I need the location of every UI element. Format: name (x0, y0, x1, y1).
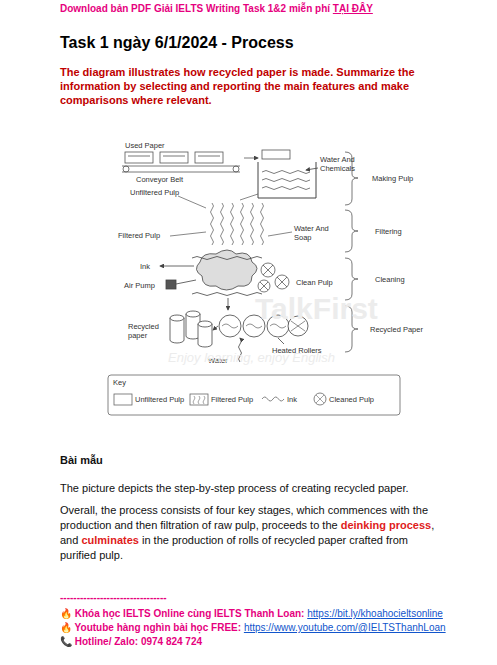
key-box (114, 394, 132, 405)
stage-label: Filtering (375, 227, 402, 236)
pulp-flow (211, 203, 264, 245)
stage-label: Recycled Paper (370, 325, 423, 334)
clean-pulp (275, 275, 289, 289)
cleaning-tank (176, 280, 196, 284)
pulp-flow (170, 194, 292, 245)
cleaning-tank (192, 257, 262, 296)
used-paper (128, 156, 220, 157)
highlight: deinking process (341, 519, 431, 531)
watermark: Enjoy learning, enjoy English (168, 350, 335, 365)
footer-link: https://bit.ly/khoahocieltsonline (307, 608, 443, 619)
paper-rolls (198, 324, 212, 347)
text-line: 🔥 Youtube hàng nghìn bài học FREE:https:… (60, 622, 490, 633)
watermark: TalkFirst (255, 292, 378, 326)
cleaning-tank (196, 250, 257, 290)
used-paper (195, 152, 223, 163)
footer-text: 🔥 Youtube hàng nghìn bài học FREE: (60, 622, 241, 633)
key-box (316, 395, 324, 403)
part-label: Used Paper (125, 141, 165, 150)
footer-text: 🔥 Khóa học IELTS Online cùng IELTS Thanh… (60, 608, 304, 619)
stage-label: Cleaning (375, 275, 405, 284)
part-label: Ink (140, 262, 150, 271)
key-box (108, 375, 400, 415)
conveyor-belt (122, 166, 240, 167)
text-line: Overall, the process consists of four ke… (60, 503, 445, 563)
conveyor-belt (123, 166, 129, 172)
heated-rollers (278, 338, 284, 344)
clean-pulp (263, 265, 273, 275)
clean-pulp (258, 280, 270, 292)
key-box (108, 375, 400, 415)
heated-rollers (213, 326, 218, 330)
key-box (190, 394, 208, 405)
key-heading: Key (113, 378, 126, 387)
legend-label: Cleaned Pulp (329, 395, 374, 404)
stage-label: Making Pulp (372, 174, 413, 183)
paragraph: The picture depicts the step-by-step pro… (60, 481, 460, 496)
part-label: Water And Chemicals (320, 155, 358, 173)
clean-pulp (261, 263, 275, 277)
paper-rolls (170, 315, 184, 321)
used-paper (262, 150, 290, 159)
text-line: Download bản PDF Giải IELTS Writing Task… (60, 3, 490, 14)
paper-rolls (198, 321, 212, 327)
highlight: culminates (81, 534, 138, 546)
text-line: 🔥 Khóa học IELTS Online cùng IELTS Thanh… (60, 608, 490, 619)
legend-label: Unfiltered Pulp (135, 395, 184, 404)
download-link: TẠI ĐÂY (333, 3, 373, 14)
clean-pulp (260, 282, 268, 290)
part-label: Recycled paper (128, 322, 164, 340)
task-prompt: The diagram illustrates how recycled pap… (60, 65, 425, 107)
paper-rolls (170, 318, 184, 343)
part-label: Clean Pulp (296, 278, 333, 287)
cleaning-tank (160, 250, 262, 310)
pulp-tank (306, 168, 318, 170)
part-label: Filtered Pulp (118, 231, 160, 240)
page-title: Task 1 ngày 6/1/2024 - Process (60, 34, 294, 52)
conveyor-belt (122, 172, 240, 173)
download-link: Download bản PDF Giải IELTS Writing Task… (60, 3, 330, 14)
key-box (262, 397, 284, 401)
legend-label: Filtered Pulp (211, 395, 253, 404)
legend-label: Ink (287, 395, 297, 404)
part-label: Unfiltered Pulp (130, 188, 179, 197)
used-paper (125, 150, 290, 163)
conveyor-belt (122, 158, 258, 172)
cleaning-tank (160, 266, 194, 267)
cleaning-tank (166, 280, 176, 289)
footer-text: 📞 Hotline/ Zalo: 0974 824 724 (60, 636, 202, 647)
part-label: Conveyor Belt (136, 175, 183, 184)
key-box (193, 396, 205, 404)
conveyor-belt (244, 158, 258, 159)
paper-rolls (186, 311, 200, 317)
pulp-tank (258, 162, 316, 198)
pulp-flow (240, 194, 258, 200)
section-heading: Bài mẫu (60, 454, 103, 466)
conveyor-belt (233, 166, 239, 172)
clean-pulp (277, 277, 287, 287)
paper-rolls (170, 311, 212, 347)
stage-braces (345, 210, 358, 252)
clean-pulp (258, 263, 289, 292)
pulp-tank (262, 171, 310, 190)
part-label: Air Pump (124, 281, 155, 290)
separator: -------------------------------- (60, 592, 167, 603)
pulp-tank (258, 162, 318, 198)
used-paper (125, 152, 153, 163)
cleaning-tank (228, 298, 229, 310)
part-label: Water And Soap (294, 224, 334, 242)
footer-link: https://www.youtube.com/@IELTSThanhLoan (244, 622, 446, 633)
key-box (314, 393, 326, 405)
pulp-flow (170, 196, 292, 236)
used-paper (160, 152, 188, 163)
